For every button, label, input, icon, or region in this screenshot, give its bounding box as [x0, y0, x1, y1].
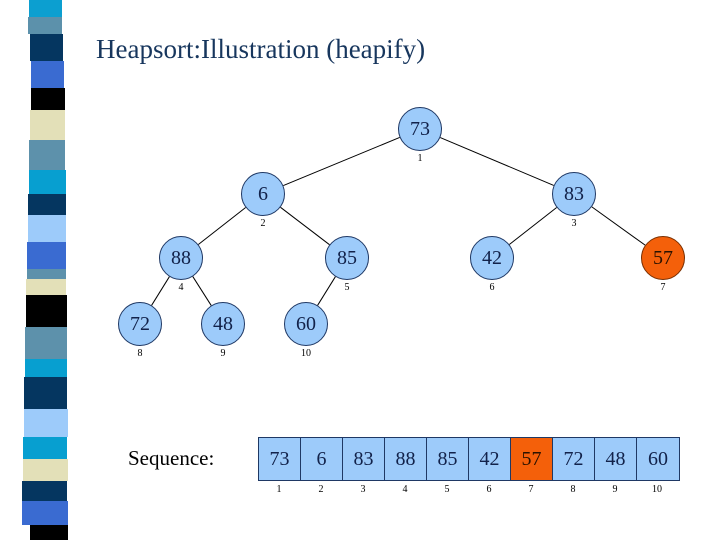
- tree-edge-1-2: [283, 136, 400, 187]
- tree-node-index-9: 9: [220, 348, 226, 359]
- stripe-band-7: [29, 170, 66, 194]
- stripe-band-21: [22, 501, 68, 525]
- tree-node-4: 88: [159, 236, 203, 280]
- tree-node-index-4: 4: [178, 282, 184, 293]
- tree-node-index-1: 1: [417, 153, 423, 164]
- tree-node-1: 73: [398, 107, 442, 151]
- stripe-band-15: [25, 359, 67, 377]
- tree-node-index-3: 3: [571, 218, 577, 229]
- sequence-index-3: 3: [360, 484, 366, 495]
- tree-node-index-2: 2: [260, 218, 266, 229]
- sequence-cell-8: 72: [553, 438, 595, 480]
- sequence-index-4: 4: [402, 484, 408, 495]
- sequence-index-10: 10: [652, 484, 662, 495]
- tree-edges: [151, 136, 646, 306]
- stripe-band-11: [27, 269, 66, 279]
- tree-node-10: 60: [284, 302, 328, 346]
- sequence-index-5: 5: [444, 484, 450, 495]
- sequence-index-row: 1 2 3 4 5 6 7 8 9 10: [258, 484, 678, 495]
- stripe-band-0: [29, 0, 62, 17]
- sequence-index-7: 7: [528, 484, 534, 495]
- page-title: Heapsort:Illustration (heapify): [96, 34, 426, 64]
- stripe-band-17: [24, 409, 68, 437]
- stripe-band-12: [26, 279, 66, 295]
- sequence-index-9: 9: [612, 484, 618, 495]
- stripe-band-20: [22, 481, 67, 501]
- stripe-band-1: [28, 17, 62, 34]
- stripe-band-22: [30, 525, 68, 540]
- stripe-band-19: [23, 459, 68, 481]
- heap-tree-diagram: 73 1 6 2 83 3 88 4 85 5 42 6 57 7 72 8 48 9 60 10: [118, 107, 685, 359]
- stripe-band-2: [30, 34, 63, 61]
- tree-node-6: 42: [470, 236, 514, 280]
- tree-node-index-6: 6: [489, 282, 495, 293]
- stripe-band-14: [25, 327, 67, 359]
- tree-edge-2-4: [198, 207, 246, 245]
- tree-edge-5-10: [317, 276, 336, 306]
- sequence-cell-6: 42: [469, 438, 511, 480]
- sequence-index-2: 2: [318, 484, 324, 495]
- stripe-band-3: [31, 61, 64, 88]
- stripe-band-16: [24, 377, 67, 409]
- sequence-cell-9: 48: [595, 438, 637, 480]
- tree-node-2: 6: [241, 172, 285, 216]
- tree-edge-3-6: [509, 207, 557, 245]
- sequence-label: Sequence:: [128, 446, 215, 470]
- sequence-index-6: 6: [486, 484, 492, 495]
- tree-edge-1-3: [440, 137, 554, 186]
- tree-node-3: 83: [552, 172, 596, 216]
- stripe-band-4: [31, 88, 65, 110]
- sequence-cell-1: 73: [259, 438, 301, 480]
- sequence-cell-10: 60: [637, 438, 679, 480]
- decorative-color-stripe: [0, 0, 80, 540]
- tree-node-9: 48: [201, 302, 245, 346]
- tree-edge-4-8: [151, 276, 170, 306]
- stripe-band-9: [28, 215, 66, 242]
- tree-node-7: 57: [641, 236, 685, 280]
- stripe-band-18: [23, 437, 67, 459]
- tree-edge-3-7: [591, 206, 646, 246]
- stripe-band-5: [30, 110, 65, 140]
- stripe-band-13: [26, 295, 67, 327]
- tree-node-index-10: 10: [301, 348, 311, 359]
- tree-node-5: 85: [325, 236, 369, 280]
- tree-edge-4-9: [192, 276, 212, 306]
- tree-node-index-8: 8: [137, 348, 143, 359]
- stripe-band-10: [27, 242, 66, 269]
- sequence-index-1: 1: [276, 484, 282, 495]
- stripe-band-8: [28, 194, 66, 215]
- tree-edge-2-5: [280, 206, 330, 246]
- tree-node-index-7: 7: [660, 282, 666, 293]
- sequence-index-8: 8: [570, 484, 576, 495]
- sequence-cell-2: 6: [301, 438, 343, 480]
- sequence-cell-4: 88: [385, 438, 427, 480]
- sequence-cell-5: 85: [427, 438, 469, 480]
- stripe-band-6: [29, 140, 65, 170]
- tree-node-8: 72: [118, 302, 162, 346]
- sequence-cell-3: 83: [343, 438, 385, 480]
- sequence-cell-7: 57: [511, 438, 553, 480]
- tree-node-index-5: 5: [344, 282, 350, 293]
